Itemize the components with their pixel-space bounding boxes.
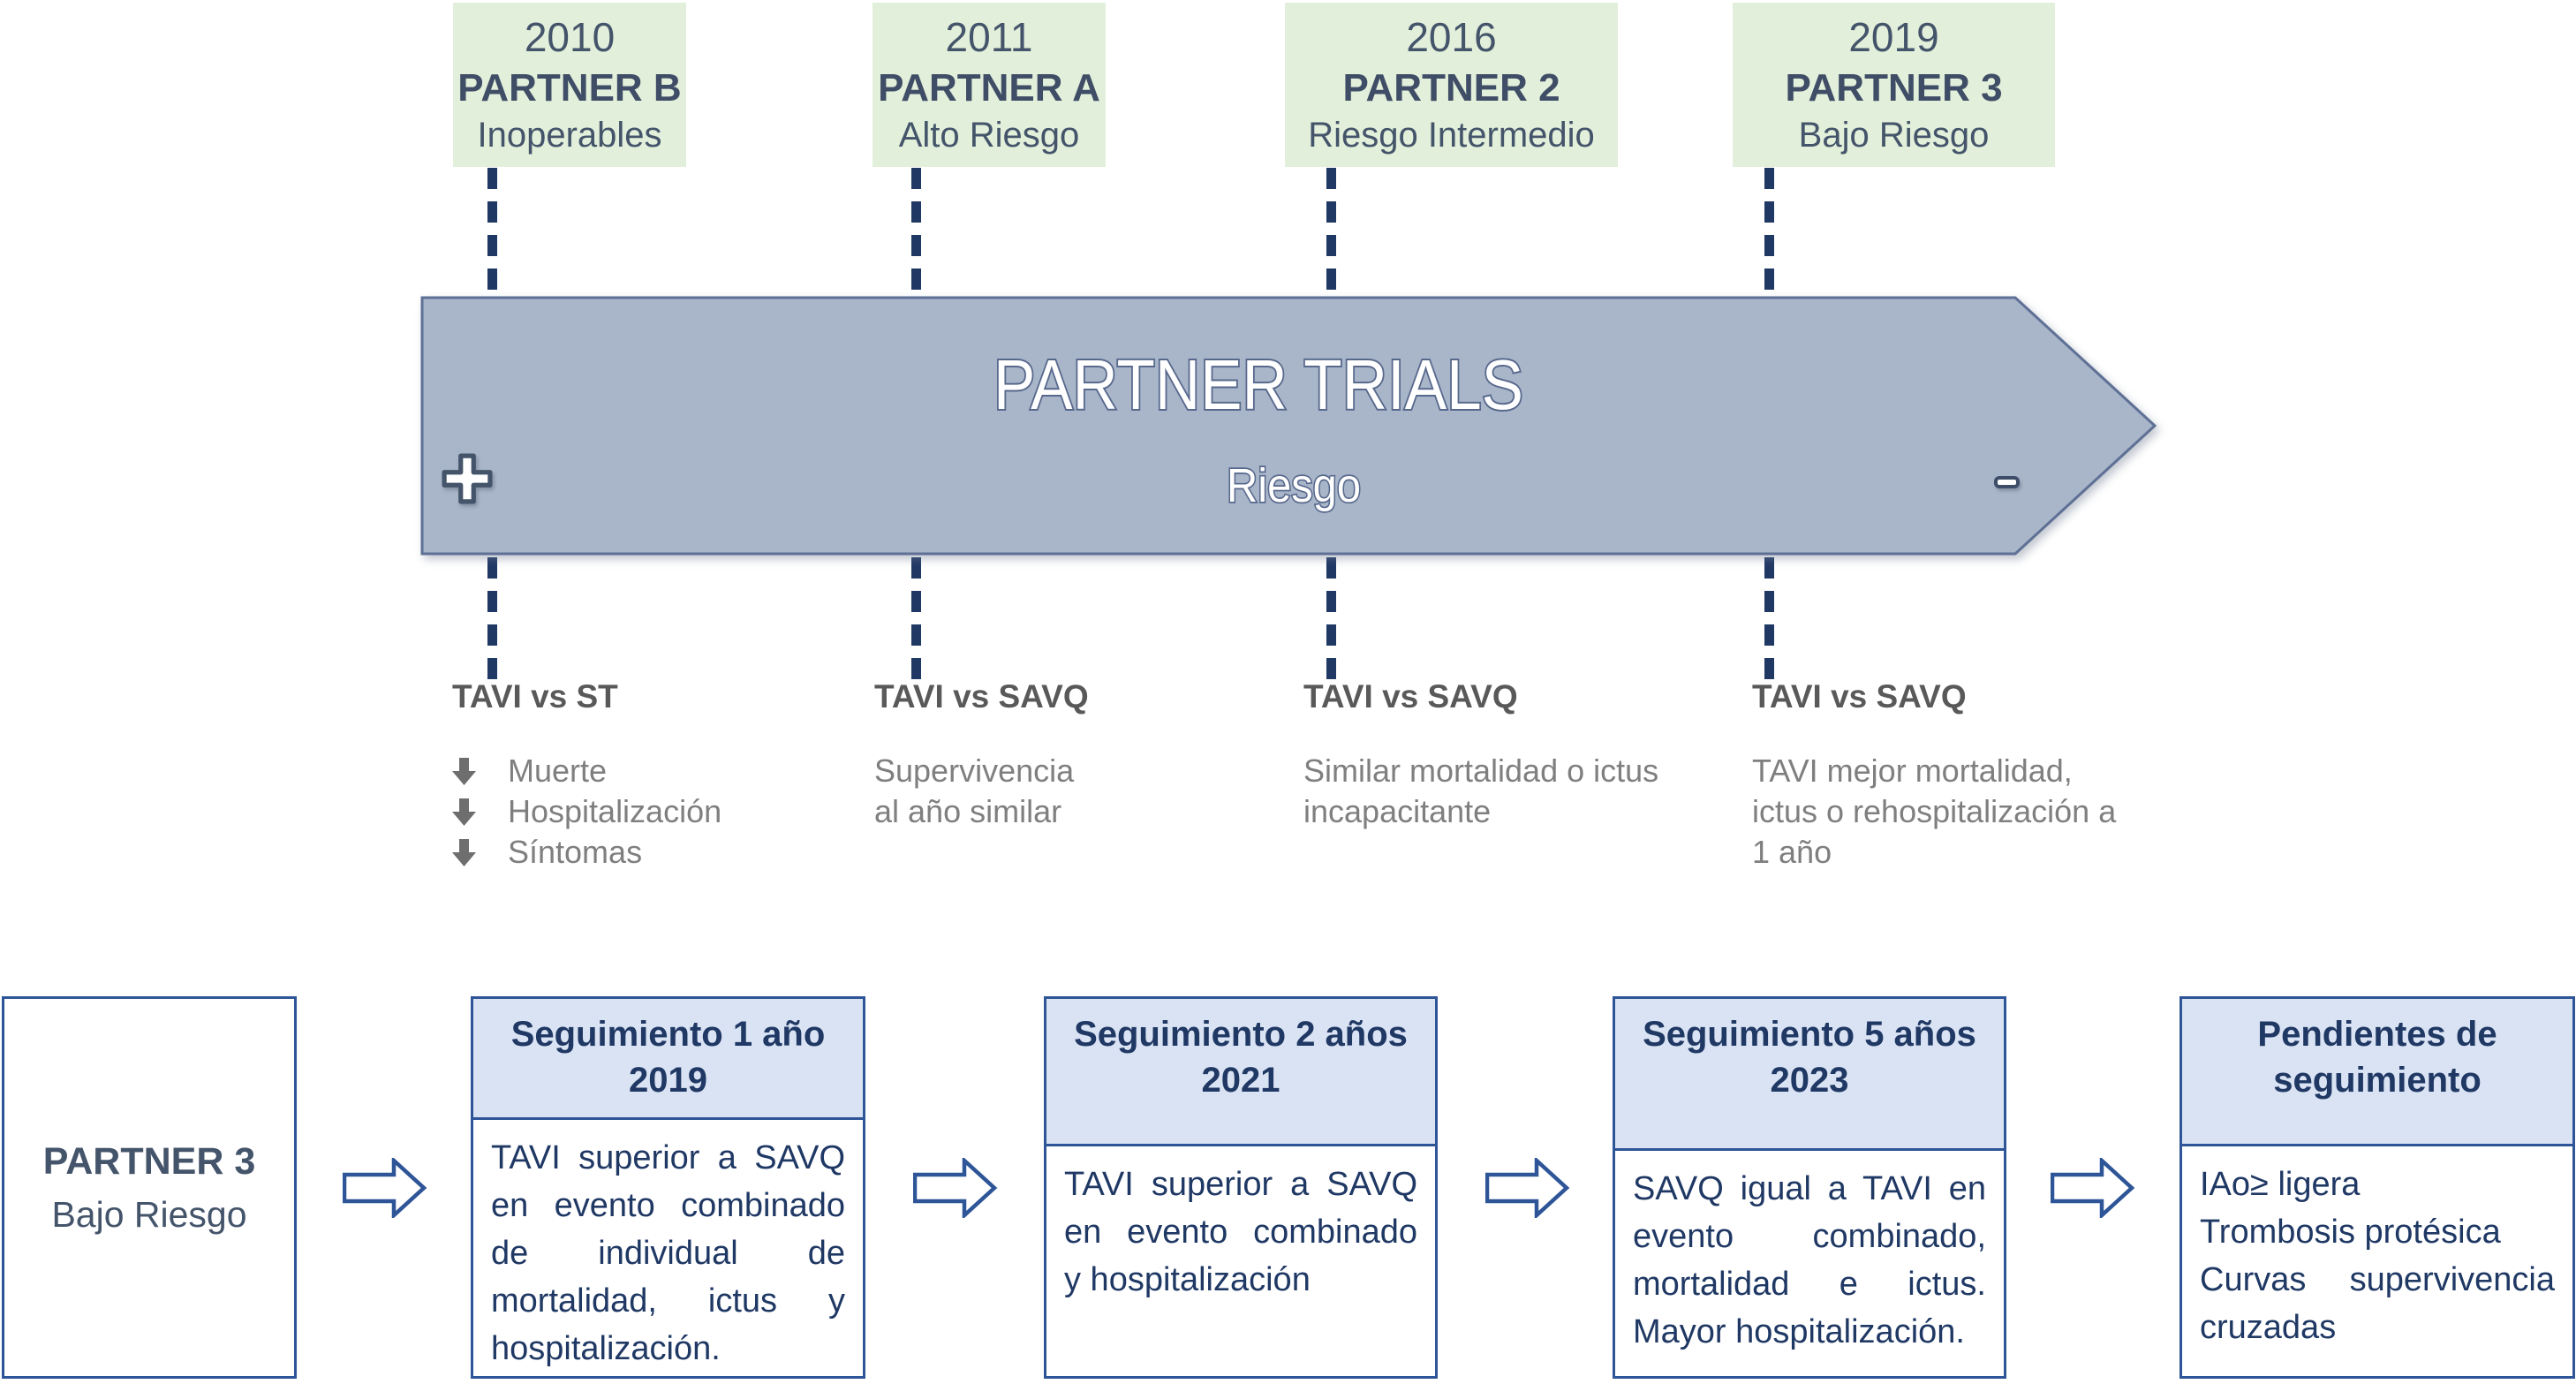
dashed-connector xyxy=(1326,557,1336,679)
milestone-trial: PARTNER 3 xyxy=(1785,65,2003,110)
comparison-label: TAVI vs ST xyxy=(452,678,618,715)
body-line: SAVQ igual a TAVI en xyxy=(1633,1170,1986,1207)
flow-source-trial: PARTNER 3 xyxy=(42,1139,256,1183)
body-line: y hospitalización xyxy=(1064,1261,1311,1298)
dashed-connector xyxy=(1326,168,1336,297)
milestone-year: 2019 xyxy=(1848,13,1939,60)
milestone-population: Inoperables xyxy=(477,116,662,155)
finding-line: ictus o rehospitalización a xyxy=(1752,793,2117,829)
timeline-subtitle: Riesgo xyxy=(1225,458,1362,513)
plus-icon xyxy=(442,453,493,504)
flow-source-population: Bajo Riesgo xyxy=(51,1193,247,1235)
finding-label: Hospitalización xyxy=(508,793,722,829)
finding-line: Supervivencia xyxy=(874,753,1075,789)
milestone-population: Riesgo Intermedio xyxy=(1308,116,1595,155)
milestone-population: Alto Riesgo xyxy=(898,116,1080,155)
flow-stage-3: Seguimiento 5 años 2023 SAVQ igual a TAV… xyxy=(1613,996,2006,1379)
timeline-title-text: PARTNER TRIALS xyxy=(993,345,1523,424)
milestone-year: 2010 xyxy=(524,13,616,60)
milestone-detail-2019: TAVI vs SAVQ TAVI mejor mortalidad, ictu… xyxy=(1752,678,2176,873)
comparison-label: TAVI vs SAVQ xyxy=(874,678,1089,715)
finding-line: Similar mortalidad o ictus xyxy=(1303,753,1659,789)
milestone-box-2011: 2011 PARTNER A Alto Riesgo xyxy=(873,3,1106,167)
flow-stage-1: Seguimiento 1 año 2019 TAVI superior a S… xyxy=(471,996,865,1379)
body-line: TAVI superior a SAVQ xyxy=(1064,1166,1417,1203)
down-arrow-icon xyxy=(452,798,476,826)
body-line: en evento combinado xyxy=(491,1187,845,1224)
finding-label: Muerte xyxy=(508,753,608,789)
flow-stage-body: TAVI superior a SAVQ en evento combinado… xyxy=(473,1120,863,1373)
body-line: mortalidad e ictus. xyxy=(1633,1266,1986,1303)
milestone-trial: PARTNER 2 xyxy=(1342,65,1560,110)
milestone-box-2010: 2010 PARTNER B Inoperables xyxy=(453,3,686,167)
flow-source-box: PARTNER 3 Bajo Riesgo xyxy=(2,996,297,1379)
milestone-detail-2011: TAVI vs SAVQ Supervivencia al año simila… xyxy=(874,678,1263,832)
body-line: hospitalización. xyxy=(491,1330,721,1367)
milestone-box-2016: 2016 PARTNER 2 Riesgo Intermedio xyxy=(1285,3,1618,167)
finding-line: 1 año xyxy=(1752,834,1832,870)
timeline-title: PARTNER TRIALS xyxy=(992,344,1525,426)
flow-stage-body: TAVI superior a SAVQ en evento combinado… xyxy=(1046,1146,1435,1304)
flow-stage-title: Pendientes de seguimiento xyxy=(2257,1015,2497,1100)
flow-stage-2: Seguimiento 2 años 2021 TAVI superior a … xyxy=(1044,996,1438,1379)
flow-stage-body: SAVQ igual a TAVI en evento combinado, m… xyxy=(1615,1151,2004,1356)
flow-stage-header: Pendientes de seguimiento xyxy=(2182,999,2572,1146)
dashed-connector xyxy=(487,557,497,679)
finding-label: Síntomas xyxy=(508,834,643,870)
body-line: Trombosis protésica xyxy=(2200,1214,2501,1251)
flow-stage-year: 2019 xyxy=(629,1061,707,1100)
dashed-connector xyxy=(487,168,497,297)
flow-arrow-icon xyxy=(1485,1158,1570,1218)
finding-row: Muerte xyxy=(452,751,841,791)
flow-stage-header: Seguimiento 5 años 2023 xyxy=(1615,999,2004,1151)
dashed-connector xyxy=(911,168,921,297)
flow-stage-title: Seguimiento 2 años xyxy=(1074,1015,1408,1054)
finding-line: TAVI mejor mortalidad, xyxy=(1752,753,2073,789)
down-arrow-icon xyxy=(452,757,476,785)
milestone-box-2019: 2019 PARTNER 3 Bajo Riesgo xyxy=(1733,3,2055,167)
body-line: IAo≥ ligera xyxy=(2200,1166,2361,1203)
flow-stage-year: 2023 xyxy=(1770,1061,1849,1100)
dashed-connector xyxy=(1764,557,1774,679)
flow-arrow-icon xyxy=(913,1158,998,1218)
finding-line: incapacitante xyxy=(1303,793,1492,829)
flow-stage-header: Seguimiento 2 años 2021 xyxy=(1046,999,1435,1146)
finding-line: al año similar xyxy=(874,793,1062,829)
flow-stage-title: Seguimiento 5 años xyxy=(1643,1015,1976,1054)
milestone-detail-2010: TAVI vs ST Muerte Hospitalización Síntom… xyxy=(452,678,841,873)
timeline-subtitle-text: Riesgo xyxy=(1227,459,1361,512)
flow-stage-pending: Pendientes de seguimiento IAo≥ ligera Tr… xyxy=(2179,996,2575,1379)
flow-stage-title: Seguimiento 1 año xyxy=(510,1015,826,1054)
body-line: Mayor hospitalización. xyxy=(1633,1313,1965,1350)
body-line: TAVI superior a SAVQ xyxy=(491,1139,845,1176)
dashed-connector xyxy=(911,557,921,679)
body-line: de individual de xyxy=(491,1235,845,1272)
body-line: mortalidad, ictus y xyxy=(491,1282,845,1320)
flow-stage-year: 2021 xyxy=(1201,1061,1280,1100)
milestone-year: 2016 xyxy=(1406,13,1497,60)
body-line: Curvas supervivencia cruzadas xyxy=(2200,1261,2555,1346)
milestone-detail-2016: TAVI vs SAVQ Similar mortalidad o ictus … xyxy=(1303,678,1719,832)
finding-row: Hospitalización xyxy=(452,791,841,832)
milestone-trial: PARTNER A xyxy=(878,65,1100,110)
dashed-connector xyxy=(1764,168,1774,297)
milestone-year: 2011 xyxy=(945,13,1033,60)
flow-stage-body: IAo≥ ligera Trombosis protésica Curvas s… xyxy=(2182,1146,2572,1351)
milestone-population: Bajo Riesgo xyxy=(1798,116,1990,155)
milestone-trial: PARTNER B xyxy=(457,65,682,110)
down-arrow-icon xyxy=(452,838,476,866)
flow-arrow-icon xyxy=(343,1158,427,1218)
body-line: evento combinado, xyxy=(1633,1218,1986,1255)
minus-icon xyxy=(1994,476,2020,488)
timeline-arrow xyxy=(420,296,2157,556)
comparison-label: TAVI vs SAVQ xyxy=(1752,678,1967,715)
flow-stage-header: Seguimiento 1 año 2019 xyxy=(473,999,863,1120)
flow-arrow-icon xyxy=(2051,1158,2135,1218)
body-line: en evento combinado xyxy=(1064,1214,1417,1251)
comparison-label: TAVI vs SAVQ xyxy=(1303,678,1518,715)
finding-row: Síntomas xyxy=(452,832,841,873)
